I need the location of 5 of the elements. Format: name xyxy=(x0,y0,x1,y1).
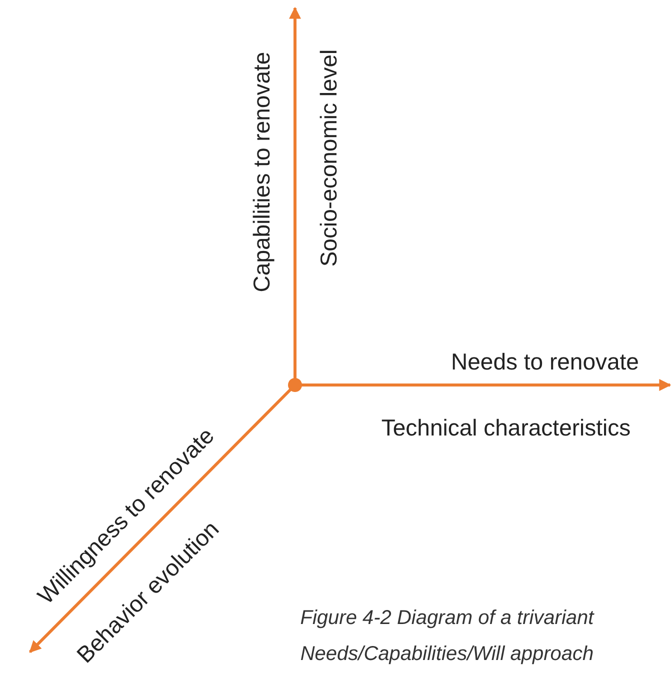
figure-caption: Figure 4-2 Diagram of a trivariant Needs/Capabilities/Will approach xyxy=(299,606,596,667)
axis-label: Capabilities to renovate xyxy=(250,52,274,292)
axis-label: Needs to renovate xyxy=(451,350,639,374)
axis-label: Technical characteristics xyxy=(381,416,631,440)
axis-label: Socio-economic level xyxy=(318,49,340,267)
